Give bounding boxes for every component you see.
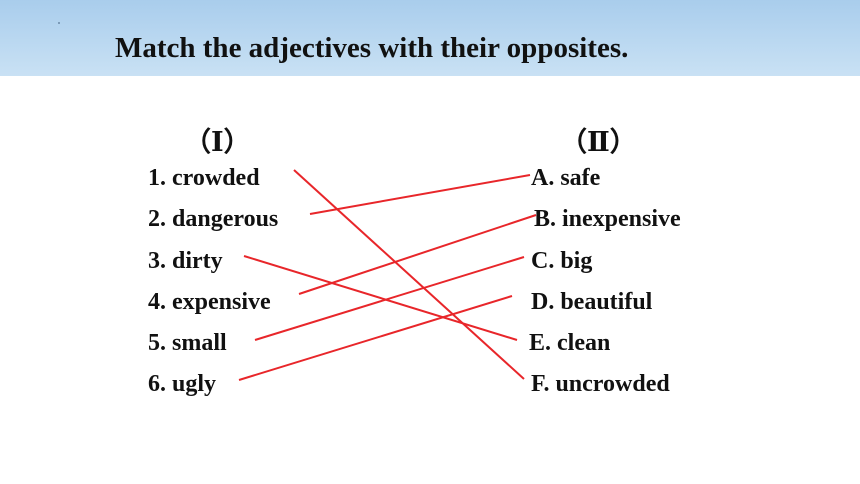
left-item-ugly: 6. ugly bbox=[148, 371, 217, 397]
match-line-dangerous-safe bbox=[309, 174, 531, 215]
match-line-small-big bbox=[254, 256, 525, 341]
right-item-big: C. big bbox=[531, 248, 593, 274]
right-item-beautiful: D. beautiful bbox=[531, 289, 653, 315]
match-line-expensive-inexpensive bbox=[298, 214, 537, 295]
column-header-left: （Ⅰ） bbox=[184, 127, 251, 157]
match-line-dirty-clean bbox=[243, 255, 518, 341]
match-line-ugly-beautiful bbox=[238, 295, 513, 381]
left-item-expensive: 4. expensive bbox=[148, 289, 271, 315]
right-item-inexpensive: B. inexpensive bbox=[534, 206, 681, 232]
left-item-crowded: 1. crowded bbox=[148, 165, 260, 191]
column-header-right: （Ⅱ） bbox=[560, 127, 637, 157]
right-item-uncrowded: F. uncrowded bbox=[531, 371, 670, 397]
page-title: Match the adjectives with their opposite… bbox=[115, 32, 629, 64]
left-item-dangerous: 2. dangerous bbox=[148, 206, 279, 232]
left-item-small: 5. small bbox=[148, 330, 227, 356]
match-line-crowded-uncrowded bbox=[293, 169, 525, 380]
decorative-dot bbox=[58, 22, 60, 24]
right-item-safe: A. safe bbox=[531, 165, 601, 191]
left-item-dirty: 3. dirty bbox=[148, 248, 223, 274]
right-item-clean: E. clean bbox=[529, 330, 611, 356]
title-banner bbox=[0, 0, 860, 76]
